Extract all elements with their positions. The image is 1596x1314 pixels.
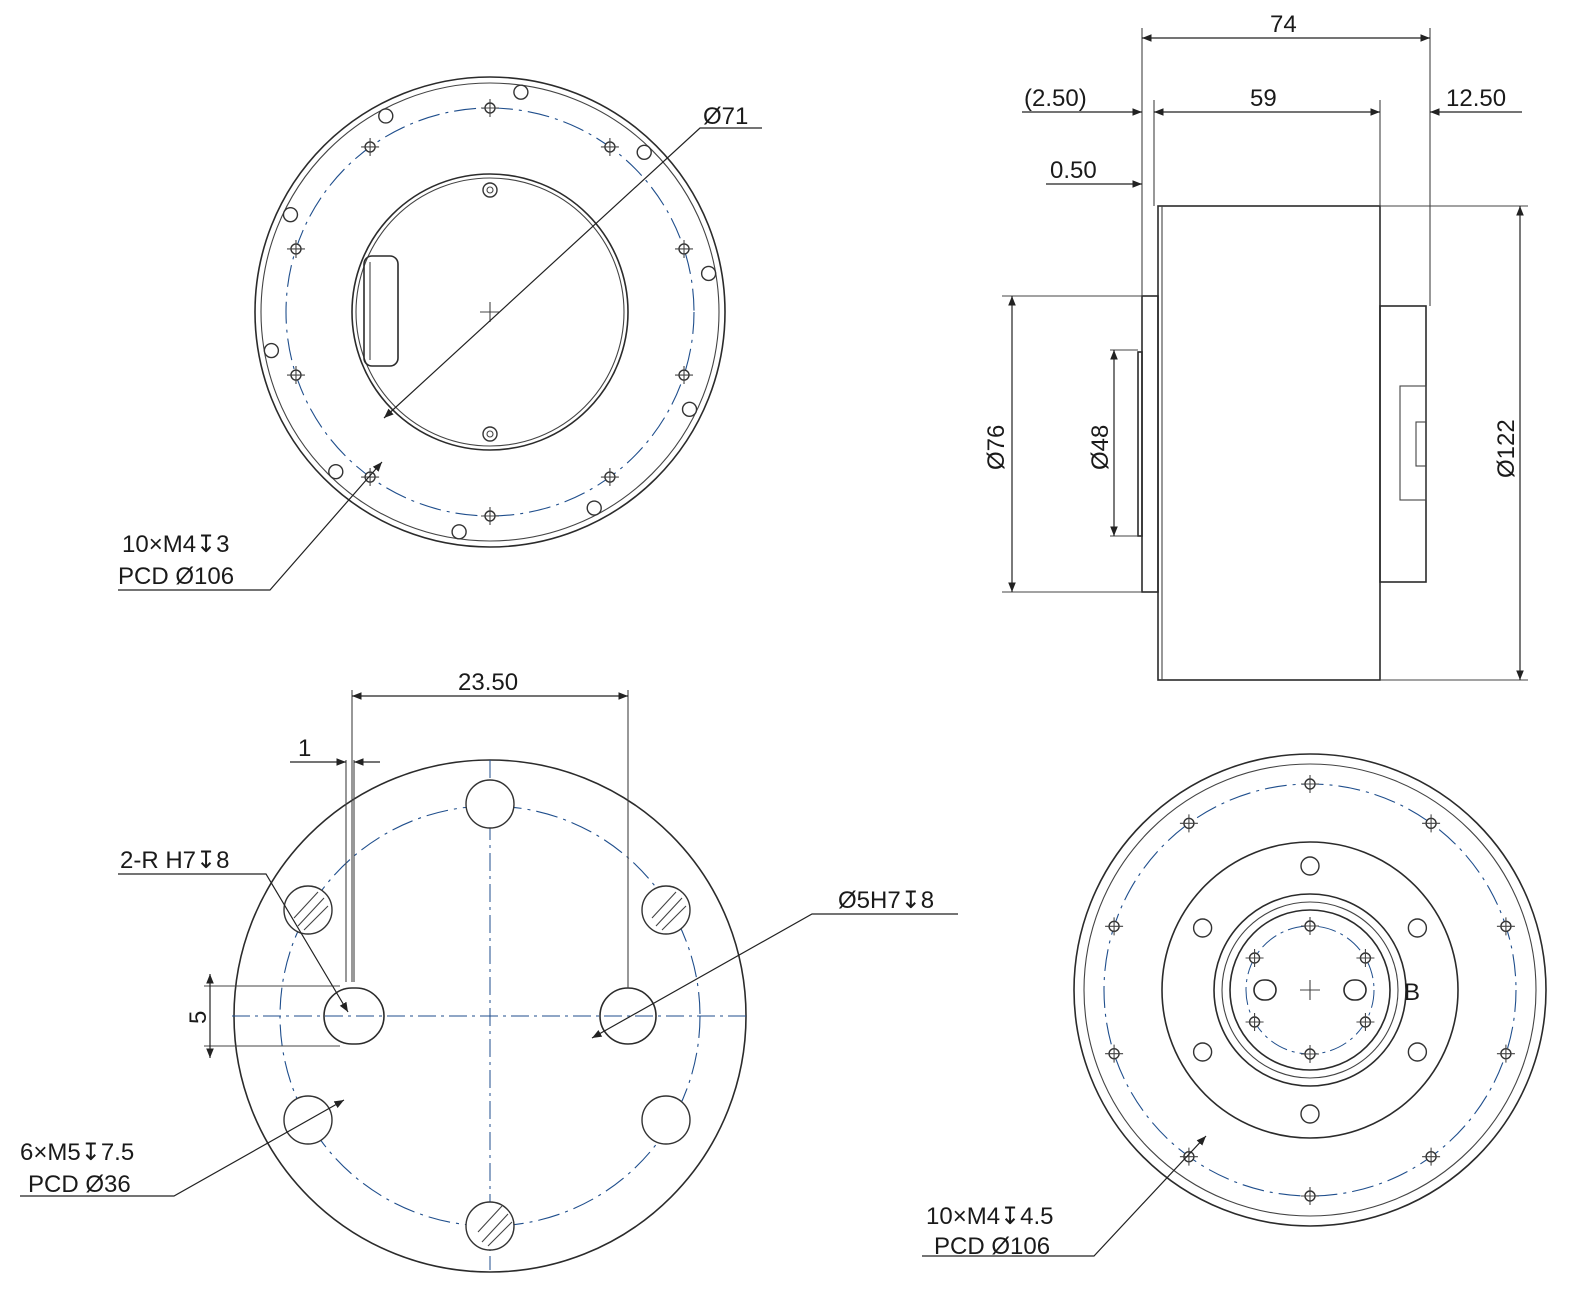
output-view: 23.50 1 2-R H7↧8 Ø5H7↧8 5 6×M5↧7.5 PCD Ø… (20, 669, 958, 1273)
side-dia-body: Ø122 (1493, 419, 1520, 478)
hole (1300, 856, 1320, 876)
output-holes-label-2: PCD Ø36 (28, 1171, 131, 1198)
hole (282, 206, 299, 223)
side-overall-length: 74 (1270, 11, 1297, 38)
hole (328, 463, 344, 480)
hole (681, 401, 698, 418)
hole (1192, 1042, 1213, 1062)
hole (378, 108, 394, 124)
hole (1407, 918, 1428, 938)
output-pin-dia-label: Ø5H7↧8 (838, 887, 934, 914)
front-dia-label: Ø71 (703, 103, 748, 130)
front-view: Ø71 10×M4↧3 PCD Ø106 (118, 76, 762, 591)
hole (636, 144, 652, 161)
hole (451, 524, 467, 540)
front-holes-label-1: 10×M4↧3 (122, 531, 230, 558)
hole (1300, 1104, 1320, 1124)
side-dia-flange: Ø76 (983, 425, 1010, 470)
hole (586, 500, 602, 516)
hole (513, 84, 529, 100)
side-body-length: 59 (1250, 85, 1277, 112)
hole (1192, 918, 1213, 938)
output-gap: 1 (298, 735, 311, 762)
side-cap-length: 12.50 (1446, 85, 1506, 112)
rear-marker: B (1404, 979, 1420, 1006)
output-slot-width: 5 (185, 1011, 212, 1024)
side-flange-thickness: 0.50 (1050, 157, 1097, 184)
side-view: 74 (2.50) 59 12.50 0.50 Ø76 Ø48 Ø122 (983, 11, 1528, 681)
rear-holes-label-2: PCD Ø106 (934, 1233, 1050, 1260)
output-pin-label: 2-R H7↧8 (120, 847, 229, 874)
side-offset: (2.50) (1024, 85, 1087, 112)
front-holes-label-2: PCD Ø106 (118, 563, 234, 590)
rear-holes-label-1: 10×M4↧4.5 (926, 1203, 1054, 1230)
side-dia-hub: Ø48 (1087, 425, 1114, 470)
output-span: 23.50 (458, 669, 518, 696)
hole (263, 342, 280, 359)
rear-view: B 10×M4↧4.5 PCD Ø106 (922, 753, 1547, 1260)
output-holes-label-1: 6×M5↧7.5 (20, 1139, 134, 1166)
hole (1407, 1042, 1428, 1062)
hole (700, 265, 717, 282)
